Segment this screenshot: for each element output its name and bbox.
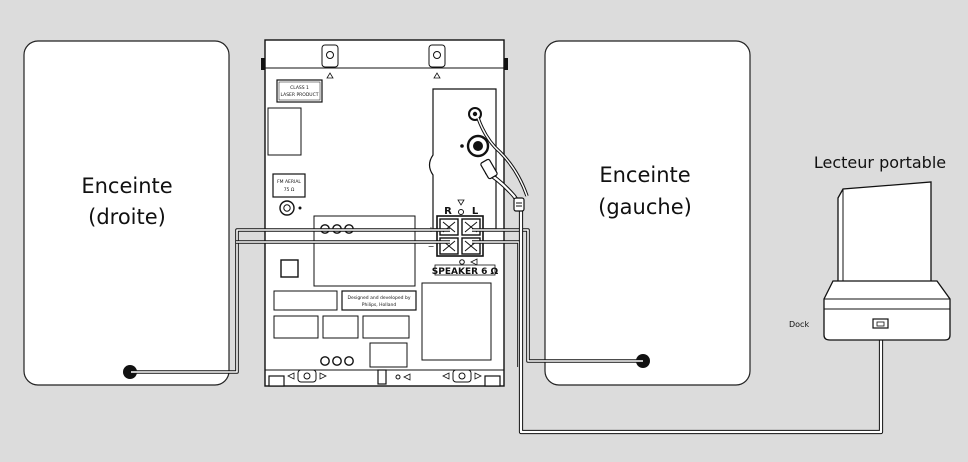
svg-text:−: − (428, 242, 435, 251)
mounting-hook-left (321, 44, 339, 79)
speaker-right-label-line2: (droite) (88, 205, 166, 229)
speaker-left-label-line2: (gauche) (598, 195, 692, 219)
main-unit-rear: CLASS 1 LASER PRODUCT FM AERIAL 75 Ω Des… (261, 39, 508, 387)
fm-aerial-line2: 75 Ω (284, 187, 295, 193)
mounting-hook-right (428, 44, 446, 79)
speaker-left-label-line1: Enceinte (599, 163, 690, 187)
speaker-right-jack (123, 365, 137, 379)
dock-cable (476, 117, 884, 435)
speaker-right-box (23, 40, 230, 386)
bottom-hook-right (442, 369, 482, 383)
speaker-left: Enceinte (gauche) (544, 40, 751, 386)
bottom-hook-left (287, 369, 327, 383)
cables (131, 117, 884, 435)
speaker-terminals: R L + − SPEAKER 6 Ω (428, 199, 499, 277)
portable-player-label: Lecteur portable (814, 153, 946, 172)
portable-player: Lecteur portable (814, 153, 946, 300)
fm-aerial-line1: FM AERIAL (277, 179, 301, 185)
cable-plugs (480, 158, 525, 212)
fm-aerial-socket: FM AERIAL 75 Ω (272, 173, 306, 216)
dock-label: Dock (789, 320, 809, 329)
laser-label-line2: LASER PRODUCT (281, 92, 319, 98)
dock-output-socket (872, 318, 889, 329)
speaker-left-box (544, 40, 751, 386)
speaker-terminal-label: SPEAKER 6 Ω (432, 267, 499, 277)
designed-by-line2: Philips, Holland (362, 302, 397, 308)
right-speaker-cable (131, 228, 450, 374)
audio-in-socket (468, 107, 482, 121)
speaker-right-label-line1: Enceinte (81, 174, 172, 198)
laser-label-line1: CLASS 1 (290, 85, 309, 91)
dock-cradle: Dock (789, 280, 951, 341)
channel-right-label: R (444, 206, 452, 217)
channel-left-label: L (472, 206, 479, 217)
dock-connector-panel (428, 88, 497, 230)
designed-by-label: Designed and developed by Philips, Holla… (341, 290, 417, 311)
designed-by-line1: Designed and developed by (348, 295, 411, 301)
speaker-right: Enceinte (droite) (23, 40, 230, 386)
bottom-hook-center (377, 369, 411, 385)
dock-din-socket (460, 134, 490, 158)
laser-product-label: CLASS 1 LASER PRODUCT (276, 79, 323, 103)
